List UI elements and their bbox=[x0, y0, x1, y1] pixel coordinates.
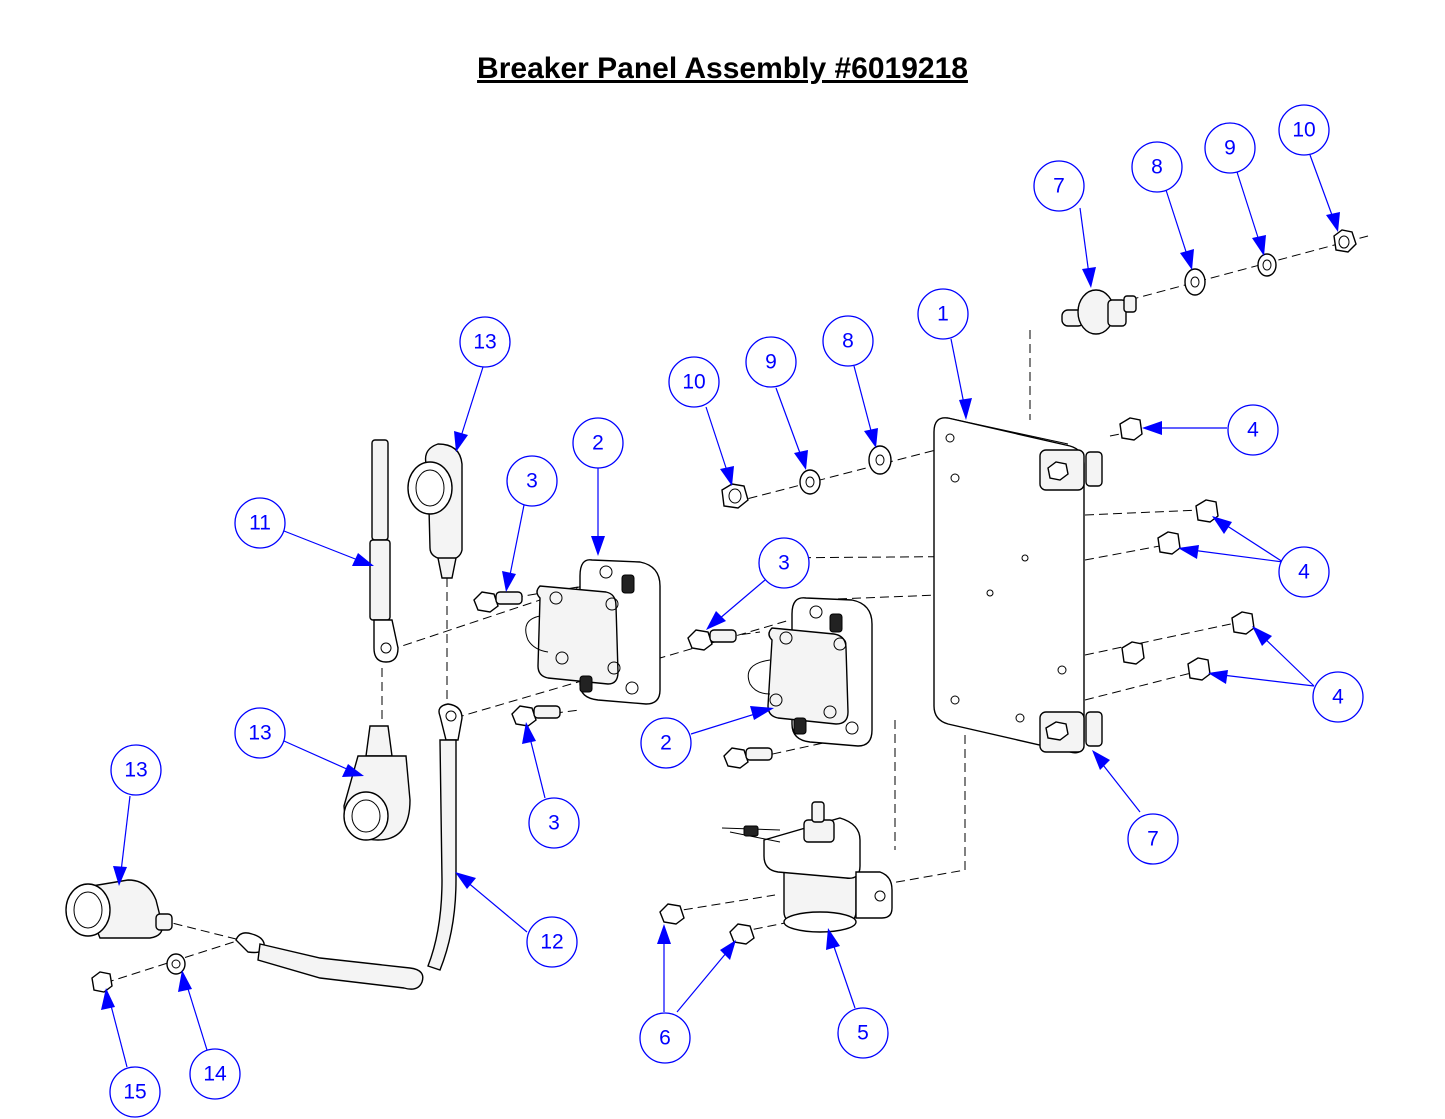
svg-text:8: 8 bbox=[1151, 156, 1163, 179]
svg-text:4: 4 bbox=[1298, 561, 1310, 584]
callout-2: 2 bbox=[640, 717, 692, 769]
svg-text:11: 11 bbox=[249, 512, 271, 535]
svg-text:3: 3 bbox=[548, 812, 560, 835]
callout-1: 1 bbox=[917, 288, 969, 340]
callout-7: 7 bbox=[1033, 160, 1085, 212]
svg-text:15: 15 bbox=[123, 1081, 146, 1104]
nuts-4 bbox=[1119, 417, 1255, 681]
svg-text:10: 10 bbox=[1292, 119, 1315, 142]
svg-text:2: 2 bbox=[660, 732, 672, 755]
boot-13-lower bbox=[65, 879, 173, 939]
callouts: 1 2 2 3 3 3 4 4 4 5 6 7 7 8 8 9 9 10 10 … bbox=[109, 104, 1364, 1118]
nut-10-left bbox=[721, 483, 749, 509]
callout-13: 13 bbox=[234, 707, 286, 759]
svg-text:9: 9 bbox=[1224, 137, 1236, 160]
svg-text:6: 6 bbox=[659, 1027, 671, 1050]
svg-text:12: 12 bbox=[540, 931, 563, 954]
callout-12: 12 bbox=[526, 916, 578, 968]
cable-11 bbox=[369, 439, 399, 663]
lockwasher-9-left bbox=[799, 469, 821, 495]
callout-4: 4 bbox=[1278, 546, 1330, 598]
panel-studs bbox=[1039, 449, 1103, 753]
callout-10: 10 bbox=[1278, 104, 1330, 156]
assembly-lines bbox=[104, 235, 1369, 984]
svg-text:4: 4 bbox=[1247, 419, 1259, 442]
bolts-3 bbox=[473, 591, 773, 769]
svg-text:8: 8 bbox=[842, 330, 854, 353]
stud-insulator-top bbox=[1061, 289, 1137, 335]
svg-text:5: 5 bbox=[857, 1022, 869, 1045]
boot-13-top bbox=[407, 443, 463, 579]
callout-9: 9 bbox=[745, 336, 797, 388]
callout-15: 15 bbox=[109, 1066, 161, 1118]
callout-7: 7 bbox=[1127, 813, 1179, 865]
callout-6: 6 bbox=[639, 1012, 691, 1064]
circuit-breaker-left bbox=[525, 559, 661, 705]
solenoid bbox=[721, 801, 893, 933]
lower-cable bbox=[235, 932, 424, 990]
lockwasher-9-top bbox=[1257, 253, 1277, 277]
svg-text:4: 4 bbox=[1332, 686, 1344, 709]
callout-2: 2 bbox=[572, 417, 624, 469]
callout-8: 8 bbox=[1131, 141, 1183, 193]
washer-8-left bbox=[868, 445, 892, 475]
svg-text:7: 7 bbox=[1053, 175, 1065, 198]
circuit-breaker-right bbox=[747, 597, 873, 747]
nut-15 bbox=[91, 971, 113, 993]
callout-3: 3 bbox=[506, 455, 558, 507]
callout-5: 5 bbox=[837, 1007, 889, 1059]
svg-text:10: 10 bbox=[682, 371, 705, 394]
washer-14 bbox=[166, 953, 186, 975]
callout-8: 8 bbox=[822, 315, 874, 367]
callout-3: 3 bbox=[528, 797, 580, 849]
svg-text:3: 3 bbox=[526, 470, 538, 493]
callout-9: 9 bbox=[1204, 122, 1256, 174]
page-title: Breaker Panel Assembly #6019218 bbox=[477, 52, 968, 85]
bolts-6 bbox=[659, 903, 755, 945]
svg-text:2: 2 bbox=[592, 432, 604, 455]
leader-lines bbox=[107, 154, 1337, 1068]
svg-text:1: 1 bbox=[937, 303, 949, 326]
svg-text:13: 13 bbox=[124, 759, 147, 782]
callout-11: 11 bbox=[234, 497, 286, 549]
svg-text:9: 9 bbox=[765, 351, 777, 374]
svg-text:14: 14 bbox=[203, 1063, 227, 1086]
svg-text:13: 13 bbox=[473, 331, 496, 354]
cable-12 bbox=[427, 703, 463, 971]
boot-13-middle bbox=[343, 725, 411, 841]
callout-4: 4 bbox=[1227, 404, 1279, 456]
callout-4: 4 bbox=[1312, 671, 1364, 723]
callout-13: 13 bbox=[110, 744, 162, 796]
callout-13: 13 bbox=[459, 316, 511, 368]
nut-10-top bbox=[1333, 229, 1357, 253]
callout-14: 14 bbox=[189, 1048, 241, 1100]
svg-text:13: 13 bbox=[248, 722, 271, 745]
svg-text:3: 3 bbox=[778, 552, 790, 575]
svg-text:7: 7 bbox=[1147, 828, 1159, 851]
washer-8-top bbox=[1184, 268, 1206, 296]
callout-10: 10 bbox=[668, 356, 720, 408]
callout-3: 3 bbox=[758, 537, 810, 589]
arrowheads bbox=[101, 212, 1340, 1010]
